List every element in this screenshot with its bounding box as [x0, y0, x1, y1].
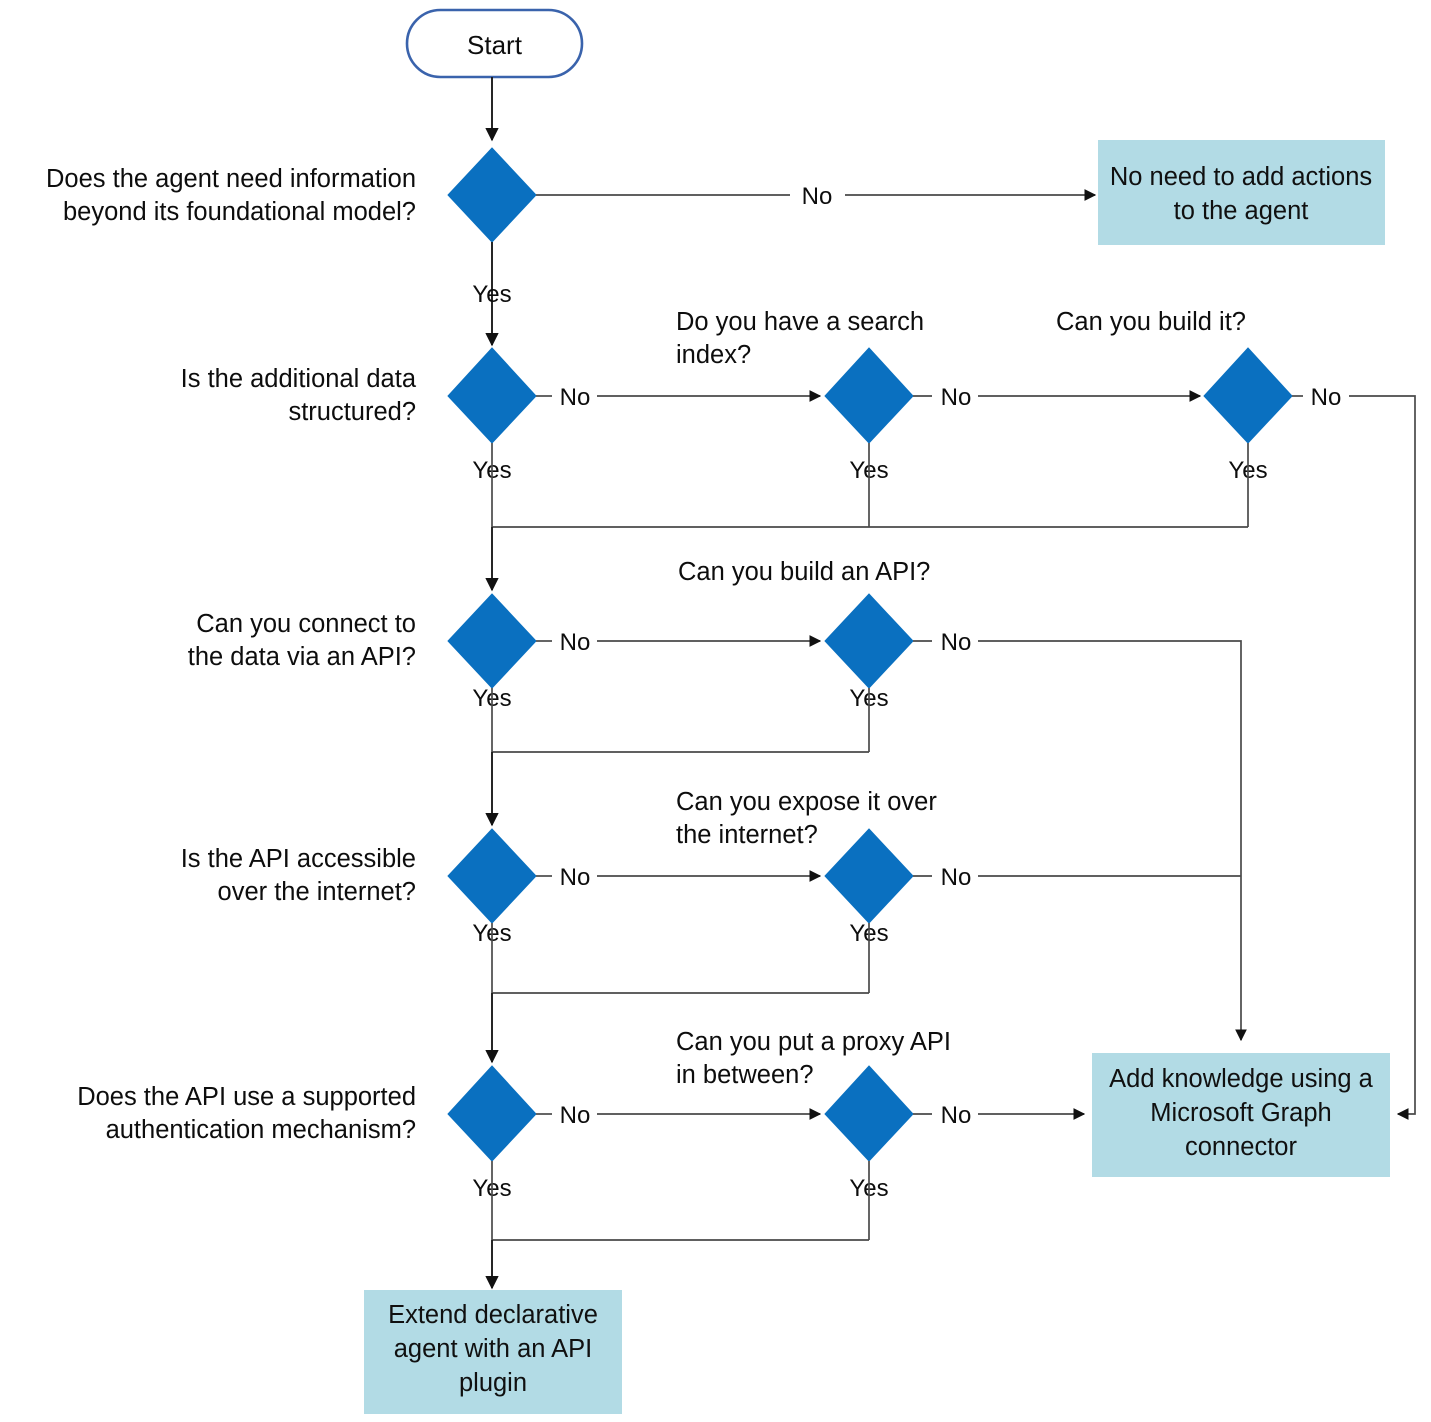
edge-label-build-it-no: No	[1311, 384, 1342, 411]
decision-api-accessible[interactable]	[447, 828, 537, 924]
edge-label-build-api-no: No	[941, 629, 972, 656]
decision-supported-auth[interactable]	[447, 1065, 537, 1162]
edge-build-api-no-b	[978, 640, 1247, 1042]
outcome-graph-connector-line1: Add knowledge using a	[1109, 1065, 1374, 1093]
edge-label-connect-api-no: No	[560, 629, 591, 656]
outcome-no-actions-line2: to the agent	[1174, 197, 1309, 225]
decision-need-info[interactable]	[447, 147, 537, 243]
decision-data-structured[interactable]	[447, 347, 537, 444]
decision-can-build-api[interactable]	[824, 593, 914, 689]
edge-build-it-no-b	[1349, 395, 1416, 1120]
decision-need-info-shape	[447, 147, 537, 243]
decision-supported-auth-shape	[447, 1065, 537, 1162]
decision-data-structured-shape	[447, 347, 537, 444]
decision-connect-via-api-shape	[447, 593, 537, 689]
decision-connect-via-api-label-line1: Can you connect to	[196, 610, 416, 638]
edge-label-api-accessible-no: No	[560, 864, 591, 891]
decision-expose-over-internet-shape	[824, 828, 914, 924]
outcome-api-plugin[interactable]: Extend declarative agent with an API plu…	[364, 1290, 622, 1414]
decision-connect-via-api[interactable]	[447, 593, 537, 689]
edge-label-search-index-no: No	[941, 384, 972, 411]
outcome-graph-connector-line2: Microsoft Graph	[1150, 1099, 1331, 1127]
decision-supported-auth-label-line2: authentication mechanism?	[106, 1116, 416, 1144]
decision-proxy-api-label-line1: Can you put a proxy API	[676, 1028, 951, 1056]
start-node[interactable]: Start	[405, 8, 584, 79]
outcome-api-plugin-line1: Extend declarative	[388, 1301, 598, 1329]
decision-have-search-index-label-line2: index?	[676, 341, 751, 369]
decision-expose-over-internet-label-line2: the internet?	[676, 821, 818, 849]
edge-label-expose-no: No	[941, 864, 972, 891]
outcome-no-actions-line1: No need to add actions	[1110, 163, 1372, 191]
decision-have-search-index-label-line1: Do you have a search	[676, 308, 924, 336]
decision-have-search-index[interactable]	[824, 347, 914, 444]
outcome-no-actions-shape	[1098, 140, 1385, 245]
decision-data-structured-label-line2: structured?	[288, 398, 416, 426]
edge-label-proxy-api-no: No	[941, 1102, 972, 1129]
decision-can-build-api-shape	[824, 593, 914, 689]
decision-can-build-api-label-line1: Can you build an API?	[678, 558, 930, 586]
outcome-no-actions[interactable]: No need to add actions to the agent	[1098, 140, 1385, 245]
decision-data-structured-label-line1: Is the additional data	[181, 365, 417, 393]
decision-expose-over-internet[interactable]	[824, 828, 914, 924]
edge-label-need-info-no: No	[802, 183, 833, 210]
outcome-api-plugin-line2: agent with an API	[394, 1335, 592, 1363]
decision-can-build-it-shape	[1203, 347, 1293, 444]
outcome-api-plugin-shape	[364, 1290, 622, 1414]
decision-proxy-api-shape	[824, 1065, 914, 1162]
decision-api-accessible-label-line1: Is the API accessible	[181, 845, 416, 873]
decision-api-accessible-label-line2: over the internet?	[218, 878, 416, 906]
decision-proxy-api[interactable]	[824, 1065, 914, 1162]
decision-need-info-label-line1: Does the agent need information	[46, 165, 416, 193]
outcome-api-plugin-line3: plugin	[459, 1369, 527, 1397]
decision-need-info-label-line2: beyond its foundational model?	[63, 198, 416, 226]
decision-can-build-it-label-line1: Can you build it?	[1056, 308, 1246, 336]
outcome-graph-connector-shape	[1092, 1053, 1390, 1177]
decision-expose-over-internet-label-line1: Can you expose it over	[676, 788, 937, 816]
decision-have-search-index-shape	[824, 347, 914, 444]
decision-can-build-it[interactable]	[1203, 347, 1293, 444]
edge-label-data-structured-no: No	[560, 384, 591, 411]
start-shape	[405, 8, 584, 79]
decision-proxy-api-label-line2: in between?	[676, 1061, 814, 1089]
decision-connect-via-api-label-line2: the data via an API?	[188, 643, 416, 671]
edge-label-need-info-yes: Yes	[472, 281, 511, 308]
edge-label-supported-auth-no: No	[560, 1102, 591, 1129]
decision-api-accessible-shape	[447, 828, 537, 924]
decision-supported-auth-label-line1: Does the API use a supported	[77, 1083, 416, 1111]
outcome-graph-connector-line3: connector	[1185, 1133, 1297, 1161]
start-label: Start	[467, 30, 523, 60]
outcome-graph-connector[interactable]: Add knowledge using a Microsoft Graph co…	[1092, 1053, 1390, 1177]
